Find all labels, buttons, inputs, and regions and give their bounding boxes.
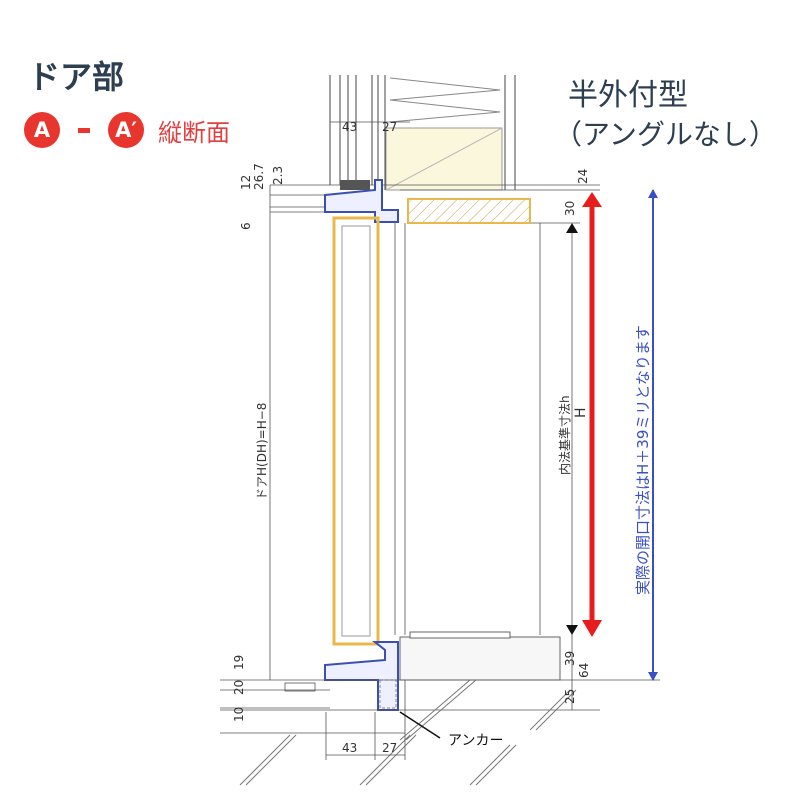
section-label: 縦断面 xyxy=(158,118,230,147)
dim-30: 30 xyxy=(563,201,577,216)
dim-top-43: 43 xyxy=(342,120,357,134)
dash-divider xyxy=(78,127,90,133)
dim-64: 64 xyxy=(577,663,591,678)
ground-hatch xyxy=(239,679,577,786)
wood-lintel xyxy=(407,198,531,224)
dim-39: 39 xyxy=(563,651,577,666)
section-to-badge: A′ xyxy=(108,112,144,148)
dim-top-27: 27 xyxy=(382,120,397,134)
door-leaf xyxy=(332,216,380,646)
door-panel xyxy=(341,225,371,637)
head-frame xyxy=(324,179,399,223)
inner-dim-arrow-top xyxy=(566,223,578,233)
page-title: ドア部 xyxy=(28,58,125,96)
header-block-diagonal xyxy=(385,127,503,191)
anchor-label: アンカー xyxy=(448,733,503,749)
section-indicator: A A′ 縦断面 xyxy=(24,112,230,148)
upper-wall xyxy=(329,75,516,190)
anchor-leader xyxy=(399,711,441,739)
inner-dim-arrow-bottom xyxy=(566,625,578,635)
floor-lines xyxy=(220,679,660,734)
red-arrow-head-top xyxy=(582,192,602,207)
dim-24: 24 xyxy=(576,169,590,184)
dim-bottom-27: 27 xyxy=(382,741,397,755)
dim-20: 20 xyxy=(232,680,246,695)
dim-25: 25 xyxy=(563,689,577,704)
red-arrow-head-bottom xyxy=(582,620,602,637)
dim-6: 6 xyxy=(239,222,253,230)
actual-opening-note: 実際の開口寸法はH＋39ミリとなります xyxy=(634,325,652,595)
seal-gasket xyxy=(340,180,370,190)
dim-10: 10 xyxy=(232,707,246,722)
door-height-label: ドアH(DH)=H−8 xyxy=(255,403,269,500)
section-from-badge: A xyxy=(24,112,60,148)
dim-2-3: 2.3 xyxy=(271,166,285,185)
floor-finish xyxy=(409,631,511,639)
dim-12: 12 xyxy=(239,175,253,190)
inner-dim-label: 内法基準寸法h xyxy=(557,395,572,475)
bottom-dim-lines xyxy=(325,635,573,760)
dim-26-7: 26.7 xyxy=(252,163,266,190)
dim-bottom-43: 43 xyxy=(342,741,357,755)
sill-frame xyxy=(324,641,399,711)
floor-screed xyxy=(399,636,561,681)
h-label: H xyxy=(573,407,589,418)
blue-arrow-head-bottom xyxy=(648,672,658,681)
type-subtitle: （アングルなし） xyxy=(554,118,777,151)
dim-19: 19 xyxy=(232,655,246,670)
reference-lines xyxy=(269,121,600,680)
blue-arrow-head-top xyxy=(648,189,658,198)
type-title: 半外付型 xyxy=(568,78,688,113)
